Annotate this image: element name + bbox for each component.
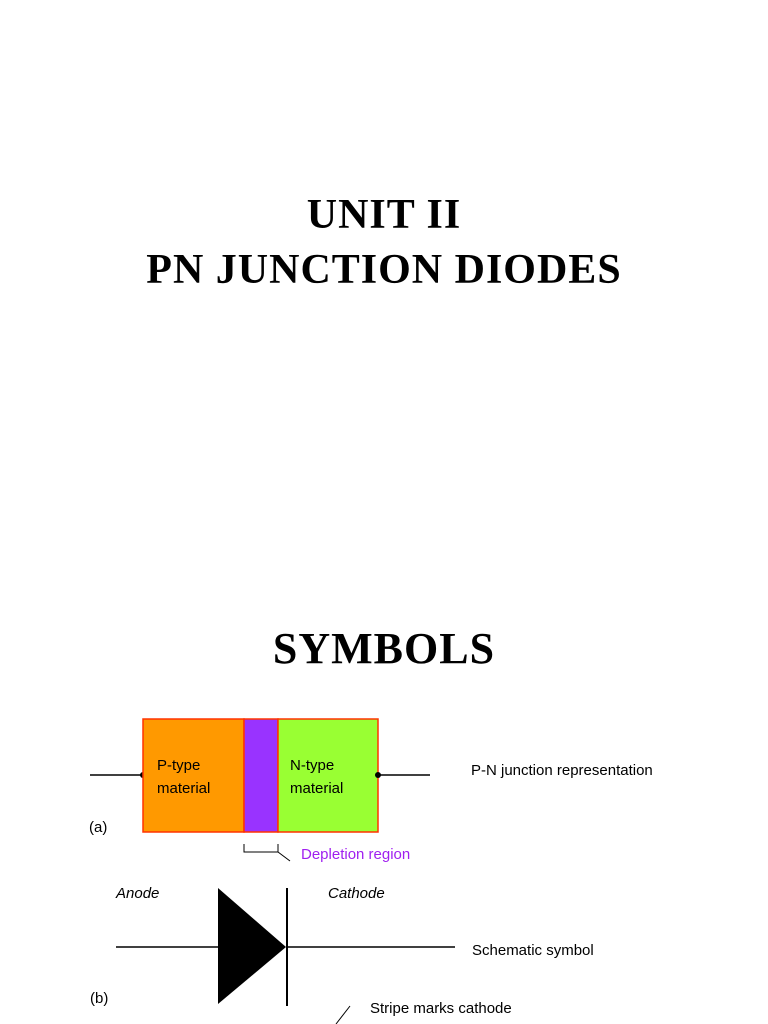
n-type-region	[277, 718, 379, 833]
p-type-label-line2: material	[157, 780, 211, 797]
panel-label-a: (a)	[89, 819, 108, 836]
title-unit: Unit II	[306, 192, 462, 238]
depletion-region-label: Depletion region	[301, 846, 411, 863]
depletion-pointer	[277, 851, 291, 862]
stripe-cathode-label: Stripe marks cathode	[370, 1000, 512, 1017]
schematic-symbol-label: Schematic symbol	[472, 942, 594, 959]
title-topic: PN Junction Diodes	[146, 247, 622, 293]
anode-label: Anode	[116, 885, 160, 902]
panel-label-b: (b)	[90, 990, 109, 1007]
n-type-label-line1: N-type	[290, 757, 335, 774]
n-type-label-line2: material	[290, 780, 344, 797]
diode-schematic-symbol	[116, 888, 455, 1024]
depletion-region	[243, 718, 279, 833]
diode-diagram	[90, 718, 455, 1024]
section-title-symbols: Symbols	[272, 624, 496, 673]
diode-triangle	[218, 888, 286, 1004]
pn-representation-label: P-N junction representation	[471, 762, 653, 779]
p-type-region	[142, 718, 245, 833]
p-type-label: P-type material	[157, 754, 210, 800]
p-type-label-line1: P-type	[157, 757, 201, 774]
pn-junction-representation	[90, 718, 430, 862]
cathode-label: Cathode	[328, 885, 385, 902]
depletion-bracket	[243, 844, 279, 853]
stripe-pointer	[335, 1005, 351, 1024]
n-type-label: N-type material	[290, 754, 343, 800]
